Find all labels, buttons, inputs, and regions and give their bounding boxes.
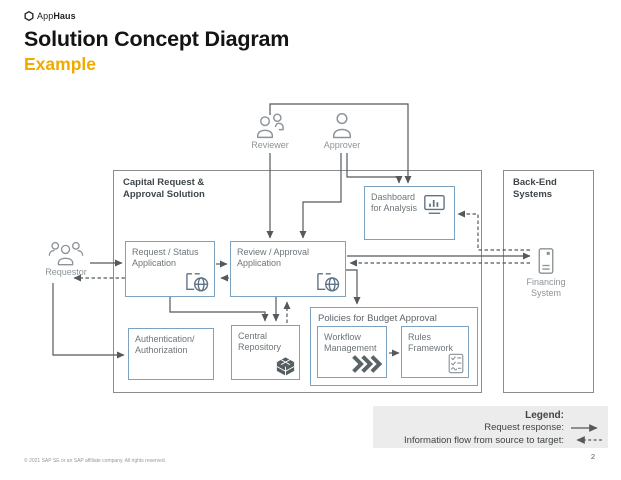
node-central-repository: Central Repository [231, 325, 300, 380]
bar-chart-icon [424, 194, 445, 214]
copyright-text: © 2021 SAP SE or an SAP affiliate compan… [24, 458, 167, 464]
checklist-icon [448, 353, 464, 374]
reviewer-users-icon [256, 113, 284, 139]
node-dashboard-for-analysis: Dashboard for Analysis [364, 186, 455, 240]
requestor-users-icon [48, 241, 84, 266]
actor-reviewer: Reviewer [248, 112, 292, 150]
backend-systems-label: Back-End Systems [513, 177, 557, 201]
legend-request-response-row: Request response: [377, 422, 604, 434]
financing-system-label: Financing System [526, 277, 566, 299]
server-icon [538, 248, 554, 274]
browser-globe-icon [317, 273, 340, 292]
requestor-label: Requestor [45, 267, 87, 277]
apphaus-logo-text: AppHaus [37, 11, 76, 21]
backend-systems-container: Back-End Systems [503, 170, 594, 393]
browser-globe-icon [186, 273, 209, 292]
request-status-label: Request / Status Application [132, 247, 199, 268]
legend-information-flow-row: Information flow from source to target: [377, 434, 604, 446]
apphaus-logo: AppHaus [24, 11, 76, 21]
cube-icon [276, 357, 295, 376]
page-subtitle: Example [24, 54, 96, 74]
workflow-label: Workflow Management [324, 332, 377, 353]
node-request-status-application: Request / Status Application [125, 241, 215, 297]
page-number: 2 [590, 452, 595, 461]
legend-title: Legend: [525, 409, 564, 421]
actor-requestor: Requestor [42, 240, 90, 277]
apphaus-logo-icon [24, 11, 34, 21]
solid-arrow-icon [571, 423, 598, 432]
node-workflow-management: Workflow Management [317, 326, 387, 378]
approver-label: Approver [323, 140, 361, 150]
dashed-arrow-icon [576, 436, 602, 444]
dashboard-label: Dashboard for Analysis [371, 192, 418, 213]
central-repository-label: Central Repository [238, 331, 282, 352]
node-authentication-authorization: Authentication/ Authorization [128, 328, 214, 380]
node-financing-system: Financing System [524, 247, 568, 300]
group-policies-budget-approval: Policies for Budget Approval Workflow Ma… [310, 307, 478, 386]
actor-approver: Approver [320, 112, 364, 150]
chevrons-icon [352, 355, 382, 373]
legend-information-flow-label: Information flow from source to target: [404, 434, 564, 446]
capital-solution-label: Capital Request & Approval Solution [123, 177, 205, 201]
review-approval-label: Review / Approval Application [237, 247, 310, 268]
page-title: Solution Concept Diagram [24, 27, 290, 51]
policies-label: Policies for Budget Approval [318, 313, 437, 324]
node-rules-framework: Rules Framework [401, 326, 469, 378]
rules-label: Rules Framework [408, 332, 454, 353]
legend: Legend: Request response: Information fl… [373, 406, 608, 448]
node-review-approval-application: Review / Approval Application [230, 241, 346, 297]
authentication-label: Authentication/ Authorization [135, 334, 195, 355]
approver-user-icon [332, 113, 352, 139]
legend-request-response-label: Request response: [484, 422, 564, 433]
legend-title-row: Legend: [377, 409, 604, 421]
reviewer-label: Reviewer [251, 140, 289, 150]
